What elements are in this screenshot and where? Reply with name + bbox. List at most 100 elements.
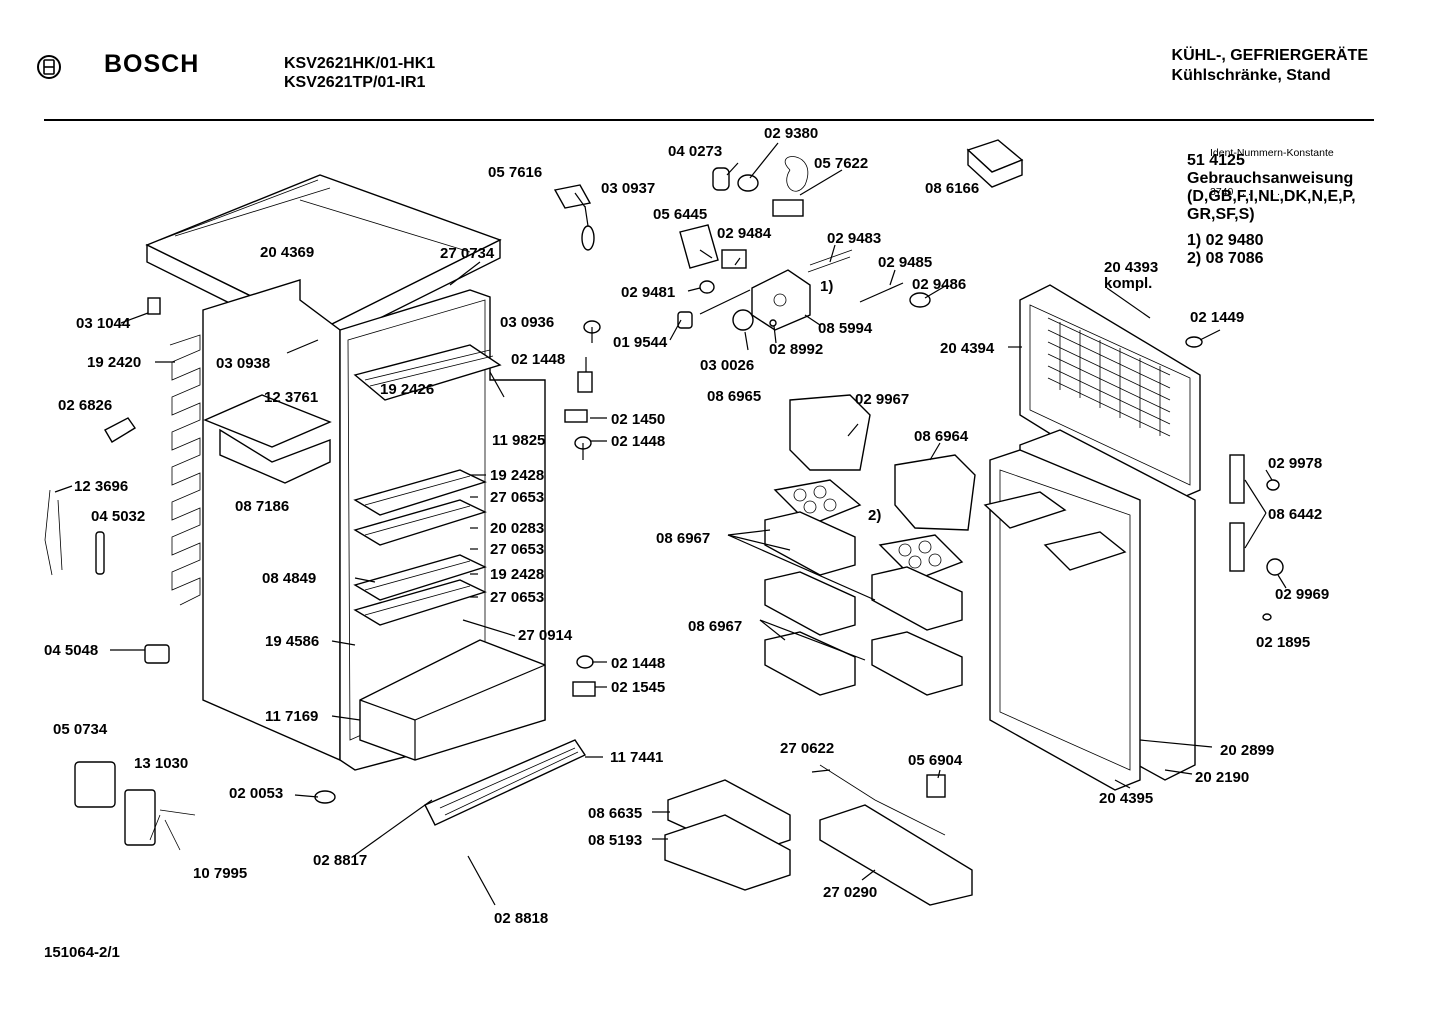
part-label: 27 0653 bbox=[490, 489, 544, 506]
part-label: 08 6964 bbox=[914, 428, 969, 445]
part-label: 02 1895 bbox=[1256, 634, 1310, 651]
part-label: 02 9969 bbox=[1275, 586, 1329, 603]
footnote-2: 2) 08 7086 bbox=[1187, 250, 1264, 267]
part-label: 11 7441 bbox=[610, 749, 663, 766]
part-label: 02 8818 bbox=[494, 910, 548, 927]
part-label: 04 0273 bbox=[668, 143, 722, 160]
part-label: 08 4849 bbox=[262, 570, 316, 587]
part-label: 08 6965 bbox=[707, 388, 761, 405]
ident-title: Ident-Nummern-Konstante bbox=[1210, 147, 1334, 159]
part-label: 10 7995 bbox=[193, 865, 247, 882]
part-label: 27 0653 bbox=[490, 589, 544, 606]
manual-languages-1: (D,GB,F,I,NL,DK,N,E,P, bbox=[1187, 188, 1356, 205]
manual-info: 51 4125 Gebrauchsanweisung (D,GB,F,I,NL,… bbox=[1187, 152, 1356, 268]
part-label: 05 0734 bbox=[53, 721, 108, 738]
part-label: 20 4394 bbox=[940, 340, 995, 357]
part-label: 03 0938 bbox=[216, 355, 270, 372]
part-label: 19 4586 bbox=[265, 633, 319, 650]
footnote-1: 1) 02 9480 bbox=[1187, 232, 1264, 249]
doors-drawing bbox=[983, 284, 1284, 791]
part-label: 20 4393 bbox=[1104, 259, 1158, 276]
part-label: 03 0936 bbox=[500, 314, 554, 331]
part-label: 05 7622 bbox=[814, 155, 868, 172]
part-label: 08 6442 bbox=[1268, 506, 1322, 523]
part-label: 02 9486 bbox=[912, 276, 966, 293]
ident-constant: Ident-Nummern-Konstante 3740 . . . . . . bbox=[1210, 121, 1334, 212]
part-label: 08 6635 bbox=[588, 805, 642, 822]
part-label: kompl. bbox=[1104, 275, 1152, 292]
bosch-armature-logo-icon bbox=[37, 55, 61, 79]
part-label: 12 3696 bbox=[74, 478, 128, 495]
part-label: 27 0734 bbox=[440, 245, 495, 262]
part-label: 03 0026 bbox=[700, 357, 754, 374]
part-label: 20 2190 bbox=[1195, 769, 1249, 786]
drawing-number: 151064-2/1 bbox=[44, 944, 120, 961]
part-label: 27 0914 bbox=[518, 627, 573, 644]
part-label: 27 0653 bbox=[490, 541, 544, 558]
part-label: 02 9483 bbox=[827, 230, 881, 247]
part-label: 02 9484 bbox=[717, 225, 772, 242]
part-label: 20 0283 bbox=[490, 520, 544, 537]
part-label: 03 1044 bbox=[76, 315, 131, 332]
part-label: 05 7616 bbox=[488, 164, 542, 181]
model-numbers: KSV2621HK/01-HK1 KSV2621TP/01-IR1 bbox=[284, 54, 435, 92]
part-label: 2) bbox=[868, 507, 881, 524]
hinges-drawing bbox=[564, 320, 601, 697]
part-label: 05 6904 bbox=[908, 752, 963, 769]
part-label: 19 2428 bbox=[490, 467, 544, 484]
manual-title: Gebrauchsanweisung bbox=[1187, 170, 1354, 187]
part-label: 02 6826 bbox=[58, 397, 112, 414]
leader-lines bbox=[54, 142, 1287, 906]
part-label: 02 9380 bbox=[764, 125, 818, 142]
part-label: 03 0937 bbox=[601, 180, 655, 197]
part-label: 20 2899 bbox=[1220, 742, 1274, 759]
part-label: 04 5048 bbox=[44, 642, 98, 659]
cabinet-drawing bbox=[44, 174, 587, 851]
part-label: 02 1450 bbox=[611, 411, 665, 428]
part-label: 27 0290 bbox=[823, 884, 877, 901]
model-line-2: KSV2621TP/01-IR1 bbox=[284, 74, 426, 91]
ident-value: 3740 . . . . . . bbox=[1210, 186, 1281, 198]
part-label: 13 1030 bbox=[134, 755, 188, 772]
part-label: 19 2420 bbox=[87, 354, 141, 371]
part-label: 02 1448 bbox=[611, 655, 665, 672]
part-label: 20 4369 bbox=[260, 244, 314, 261]
model-line-1: KSV2621HK/01-HK1 bbox=[284, 55, 436, 72]
header-divider bbox=[44, 119, 1374, 121]
category-line-1: KÜHL-, GEFRIERGERÄTE bbox=[1171, 47, 1368, 64]
part-label: 19 2426 bbox=[380, 381, 434, 398]
part-label: 11 9825 bbox=[492, 432, 545, 449]
part-label: 04 5032 bbox=[91, 508, 145, 525]
part-label: 02 9967 bbox=[855, 391, 909, 408]
part-label: 20 4395 bbox=[1099, 790, 1153, 807]
part-label: 08 6967 bbox=[688, 618, 742, 635]
part-label: 02 8992 bbox=[769, 341, 823, 358]
part-label: 11 7169 bbox=[265, 708, 318, 725]
part-label: 02 1448 bbox=[511, 351, 565, 368]
part-label: 08 6967 bbox=[656, 530, 710, 547]
part-label: 08 6166 bbox=[925, 180, 979, 197]
part-label: 1) bbox=[820, 278, 833, 295]
part-label: 05 6445 bbox=[653, 206, 707, 223]
part-label: 08 5193 bbox=[588, 832, 642, 849]
part-label: 27 0622 bbox=[780, 740, 834, 757]
door-bins-drawing bbox=[664, 394, 976, 906]
product-category: KÜHL-, GEFRIERGERÄTE Kühlschränke, Stand bbox=[1172, 46, 1368, 86]
part-label: 02 8817 bbox=[313, 852, 367, 869]
part-label: 02 1448 bbox=[611, 433, 665, 450]
manual-languages-2: GR,SF,S) bbox=[1187, 206, 1255, 223]
part-label: 02 1545 bbox=[611, 679, 665, 696]
part-label: 02 9481 bbox=[621, 284, 675, 301]
brand-name: BOSCH bbox=[104, 50, 200, 78]
manual-number: 51 4125 bbox=[1187, 152, 1245, 169]
part-labels: 20 4369 27 0734 03 1044 19 2420 03 0938 … bbox=[44, 125, 1329, 927]
part-label: 08 5994 bbox=[818, 320, 873, 337]
controls-drawing bbox=[553, 139, 1024, 331]
part-label: 01 9544 bbox=[613, 334, 668, 351]
part-label: 19 2428 bbox=[490, 566, 544, 583]
category-line-2: Kühlschränke, Stand bbox=[1171, 67, 1331, 84]
part-label: 08 7186 bbox=[235, 498, 289, 515]
part-label: 02 0053 bbox=[229, 785, 283, 802]
part-label: 02 9978 bbox=[1268, 455, 1322, 472]
